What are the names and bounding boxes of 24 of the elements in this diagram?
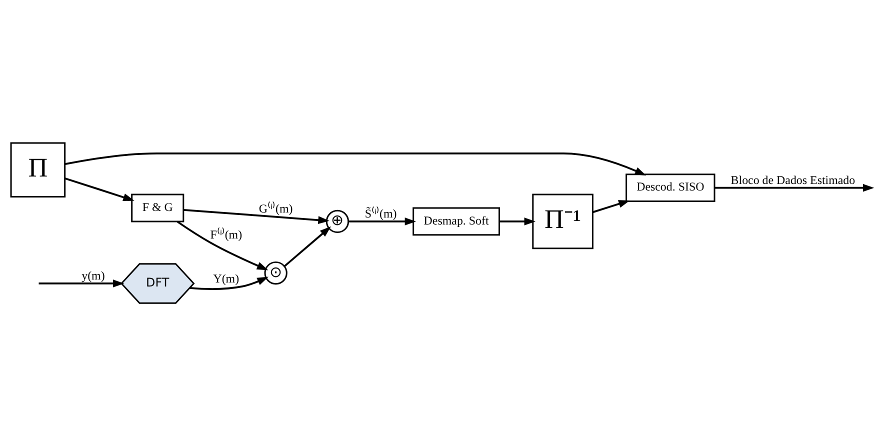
node-box: Descod. SISO [626,174,716,202]
arrow [348,218,416,226]
node-circle: ⊕ [326,210,350,234]
arrow [38,280,124,288]
edge-label: F⁽ⁱ⁾(m) [210,227,242,242]
node-circle: ⊙ [264,261,288,285]
node-box: Π⁻¹ [532,194,594,250]
edge-label: Y(m) [213,272,240,286]
arrow [714,184,874,192]
arrow [284,226,332,267]
arrow [190,276,268,290]
arrow [499,218,536,226]
edge-label: y(m) [82,268,105,283]
edge-label: S̃⁽ⁱ⁾(m) [364,206,397,221]
arrow [64,177,134,202]
arrow [176,220,268,270]
edge-label: G⁽ⁱ⁾(m) [258,201,293,216]
arrow [183,208,330,224]
node-box: Desmap. Soft [412,207,500,236]
edge-label: Bloco de Dados Estimado [730,172,856,187]
arrow [592,200,630,214]
node-box: F & G [131,194,184,222]
node-box: Π [10,142,66,198]
arrow [64,152,646,176]
